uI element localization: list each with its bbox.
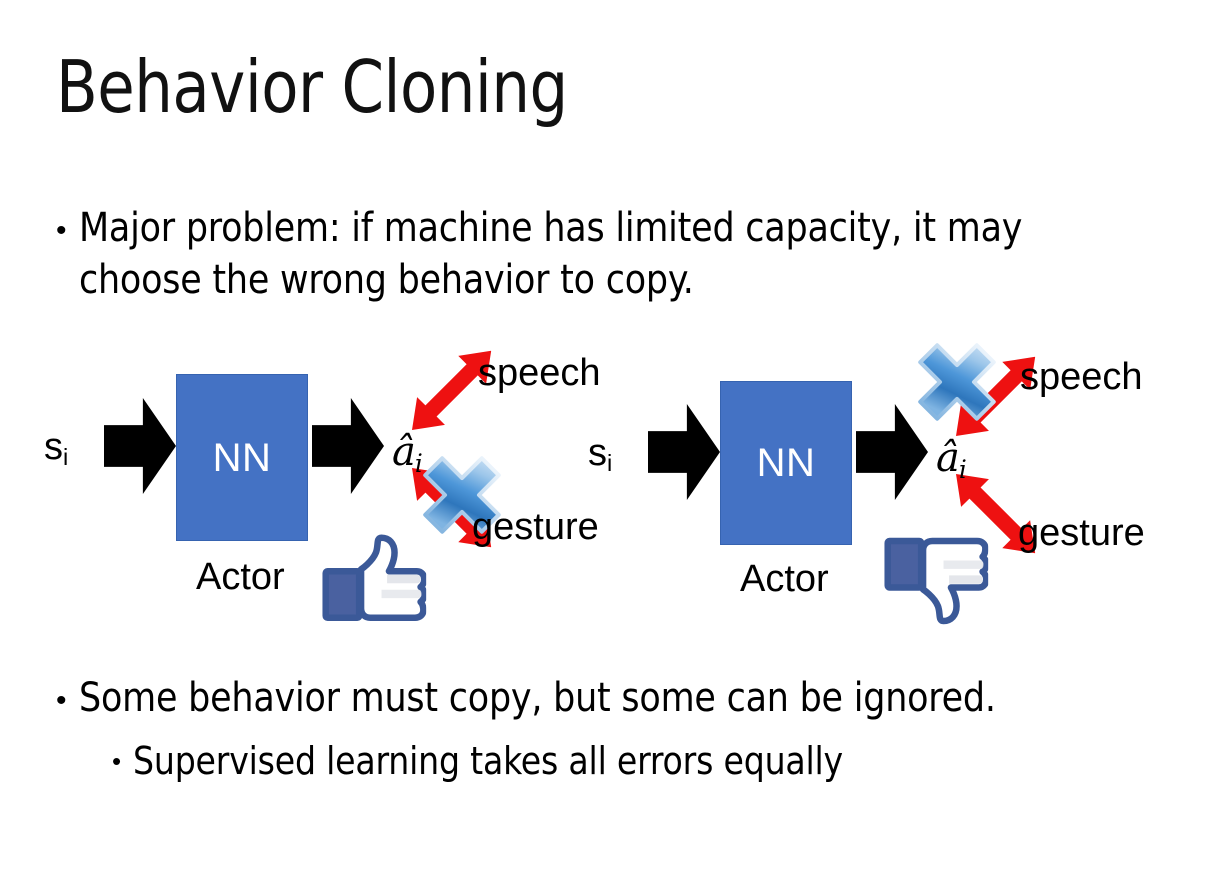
bullet-text: Supervised learning takes all errors equ… bbox=[133, 739, 844, 783]
bullet-item-some-behavior: • Some behavior must copy, but some can … bbox=[56, 672, 1166, 724]
actor-caption: Actor bbox=[196, 556, 285, 598]
action-label-output: âi bbox=[392, 429, 424, 476]
action-subscript: i bbox=[414, 449, 423, 479]
output-label-gesture: gesture bbox=[472, 506, 599, 548]
bullet-marker-icon: • bbox=[56, 684, 67, 717]
bullet-item-major-problem: • Major problem: if machine has limited … bbox=[56, 202, 1136, 306]
state-subscript: i bbox=[607, 450, 613, 477]
state-subscript: i bbox=[63, 444, 69, 471]
page-title: Behavior Cloning bbox=[56, 45, 568, 129]
speech-cross-icon bbox=[918, 343, 996, 421]
output-label-speech: speech bbox=[478, 352, 601, 394]
state-symbol: s bbox=[44, 426, 63, 468]
action-symbol: â bbox=[392, 429, 416, 475]
nn-label: NN bbox=[212, 435, 272, 480]
nn-box-actor[interactable]: NN bbox=[176, 374, 308, 541]
thumbs-down-icon bbox=[888, 541, 987, 621]
bullet-item-supervised-learning: • Supervised learning takes all errors e… bbox=[112, 736, 1172, 786]
input-arrow-icon bbox=[648, 404, 720, 500]
state-label-input: si bbox=[44, 426, 68, 469]
action-label-output: âi bbox=[936, 435, 968, 482]
input-arrow-icon bbox=[104, 398, 176, 494]
action-subscript: i bbox=[958, 455, 967, 485]
bullet-text: Some behavior must copy, but some can be… bbox=[78, 675, 996, 721]
bullet-marker-icon: • bbox=[56, 214, 67, 247]
thumbs-up-icon bbox=[326, 538, 425, 618]
bullet-marker-icon: • bbox=[112, 746, 122, 776]
state-label-input: si bbox=[588, 432, 612, 475]
output-label-speech: speech bbox=[1020, 356, 1143, 398]
actor-caption: Actor bbox=[740, 558, 829, 600]
left-diagram-graphics bbox=[104, 336, 506, 618]
output-label-gesture: gesture bbox=[1018, 512, 1145, 554]
nn-label: NN bbox=[756, 441, 816, 485]
bullet-text: Major problem: if machine has limited ca… bbox=[78, 205, 1022, 303]
action-symbol: â bbox=[936, 435, 960, 481]
output-arrow-icon bbox=[856, 404, 928, 500]
nn-box-actor[interactable]: NN bbox=[720, 381, 852, 545]
output-arrow-icon bbox=[312, 398, 384, 494]
state-symbol: s bbox=[588, 432, 607, 474]
